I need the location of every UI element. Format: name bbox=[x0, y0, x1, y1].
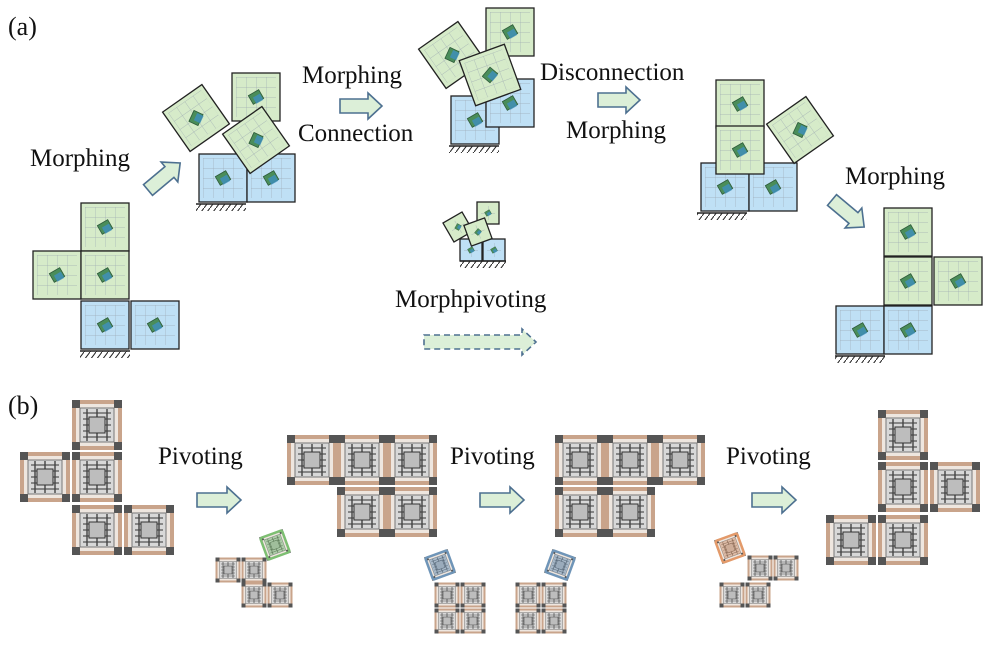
ground-hatch bbox=[697, 213, 747, 220]
robot-module bbox=[540, 607, 568, 635]
module bbox=[32, 250, 82, 300]
module bbox=[883, 207, 933, 257]
robot-module bbox=[876, 460, 930, 514]
module bbox=[198, 153, 248, 203]
arrow-morphing-2 bbox=[339, 91, 384, 121]
ground-hatch bbox=[80, 351, 130, 358]
label-connection: Connection bbox=[298, 120, 414, 147]
ground-hatch bbox=[449, 146, 499, 153]
module bbox=[80, 202, 130, 252]
arrow-pivoting-2 bbox=[479, 485, 526, 515]
label-morphpivoting: Morphpivoting bbox=[395, 286, 547, 313]
robot-module bbox=[459, 581, 487, 609]
robot-module bbox=[70, 398, 124, 452]
robot-module bbox=[433, 581, 461, 609]
module bbox=[835, 305, 885, 355]
robot-module bbox=[712, 530, 748, 566]
robot-module bbox=[70, 503, 124, 557]
robot-module bbox=[514, 581, 542, 609]
robot-module bbox=[553, 433, 607, 487]
ground-hatch bbox=[196, 204, 246, 211]
robot-module bbox=[266, 581, 294, 609]
module bbox=[458, 43, 522, 107]
module bbox=[482, 238, 506, 262]
module bbox=[933, 256, 983, 306]
module bbox=[765, 95, 835, 165]
module bbox=[221, 105, 291, 175]
module bbox=[80, 300, 130, 350]
robot-module bbox=[553, 485, 607, 539]
label-morphing-2: Morphing bbox=[302, 62, 402, 89]
label-morphing-4: Morphing bbox=[845, 163, 945, 190]
module bbox=[715, 79, 765, 129]
robot-module bbox=[876, 513, 930, 567]
robot-module bbox=[240, 581, 268, 609]
arrow-morphing-1 bbox=[142, 161, 182, 197]
module bbox=[883, 256, 933, 306]
module bbox=[80, 250, 130, 300]
robot-module bbox=[385, 485, 439, 539]
robot-module bbox=[422, 547, 458, 583]
arrow-pivoting-1 bbox=[196, 485, 243, 515]
robot-module bbox=[122, 503, 176, 557]
ground-hatch bbox=[460, 261, 506, 268]
label-morphing-3: Morphing bbox=[566, 117, 666, 144]
module bbox=[130, 300, 180, 350]
robot-module bbox=[240, 556, 268, 584]
robot-module bbox=[744, 581, 772, 609]
robot-module bbox=[335, 485, 389, 539]
robot-module bbox=[18, 450, 72, 504]
ground-hatch bbox=[835, 356, 885, 363]
robot-module bbox=[603, 433, 657, 487]
module bbox=[883, 305, 933, 355]
robot-module bbox=[335, 433, 389, 487]
robot-module bbox=[718, 581, 746, 609]
panel-label-a: (a) bbox=[8, 12, 37, 41]
robot-module bbox=[772, 554, 800, 582]
robot-module bbox=[214, 556, 242, 584]
arrow-morphing-4 bbox=[826, 193, 866, 229]
robot-module bbox=[257, 527, 293, 563]
module bbox=[715, 125, 765, 175]
robot-module bbox=[542, 547, 578, 583]
robot-module bbox=[653, 433, 707, 487]
robot-module bbox=[385, 433, 439, 487]
module bbox=[161, 83, 231, 153]
label-pivoting-2: Pivoting bbox=[450, 443, 535, 470]
arrow-pivoting-3 bbox=[751, 485, 798, 515]
robot-module bbox=[433, 607, 461, 635]
robot-module bbox=[285, 433, 339, 487]
label-disconnection: Disconnection bbox=[540, 59, 685, 86]
robot-module bbox=[70, 450, 124, 504]
robot-module bbox=[928, 460, 982, 514]
module bbox=[463, 217, 493, 247]
robot-module bbox=[746, 554, 774, 582]
robot-module bbox=[540, 581, 568, 609]
label-pivoting-1: Pivoting bbox=[158, 443, 243, 470]
robot-module bbox=[603, 485, 657, 539]
panel-label-b: (b) bbox=[8, 391, 39, 420]
label-morphing-1: Morphing bbox=[30, 145, 130, 172]
module bbox=[485, 7, 535, 57]
arrow-morphpivoting bbox=[423, 327, 538, 357]
robot-module bbox=[459, 607, 487, 635]
arrow-morphing-3 bbox=[597, 85, 642, 115]
module bbox=[748, 162, 798, 212]
robot-module bbox=[876, 408, 930, 462]
module bbox=[442, 211, 474, 243]
robot-module bbox=[514, 607, 542, 635]
label-pivoting-3: Pivoting bbox=[726, 443, 811, 470]
robot-module bbox=[824, 513, 878, 567]
